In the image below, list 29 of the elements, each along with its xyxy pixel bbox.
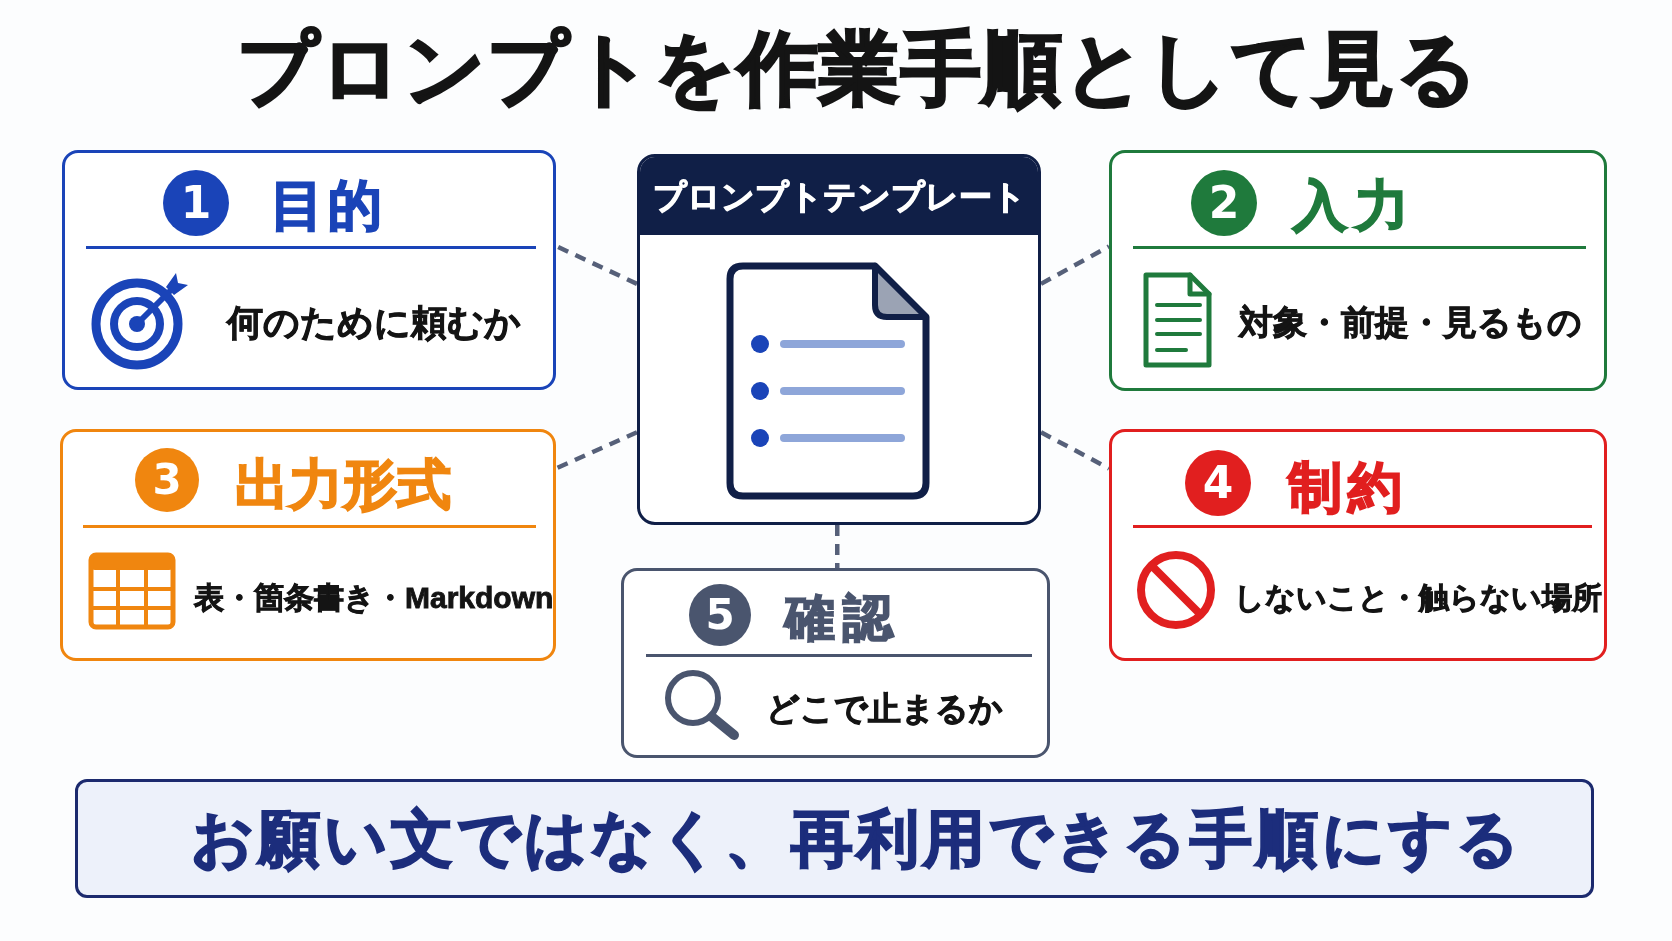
card-text: どこで止まるか bbox=[766, 690, 1003, 728]
number-badge: 4 bbox=[1185, 450, 1251, 516]
connector-line bbox=[1039, 430, 1111, 471]
category-card bbox=[62, 150, 556, 390]
summary-banner: お願い文ではなく、再利用できる手順にする bbox=[75, 779, 1594, 898]
number-badge: 1 bbox=[163, 170, 229, 236]
card-heading: 入力 bbox=[1293, 176, 1417, 236]
connector-line bbox=[555, 243, 638, 286]
card-header: プロンプトテンプレート bbox=[640, 157, 1038, 235]
template-card bbox=[637, 154, 1041, 525]
card-heading: 出力形式 bbox=[235, 455, 451, 515]
number-badge: 5 bbox=[689, 584, 751, 646]
connector-line bbox=[1039, 244, 1111, 286]
category-card bbox=[621, 568, 1050, 758]
card-heading: 確認 bbox=[785, 590, 901, 646]
card-text: 対象・前提・見るもの bbox=[1239, 303, 1582, 343]
number-badge: 2 bbox=[1191, 170, 1257, 236]
card-heading: 目的 bbox=[270, 176, 386, 236]
card-text: しないこと・触らない場所 bbox=[1234, 580, 1602, 616]
card-text: 何のために頼むか bbox=[227, 302, 521, 344]
connector-line bbox=[835, 525, 840, 568]
category-card bbox=[1109, 429, 1607, 661]
category-card bbox=[1109, 150, 1607, 391]
category-card bbox=[60, 429, 556, 661]
number-badge: 3 bbox=[135, 448, 199, 512]
connector-line bbox=[555, 430, 638, 471]
title: プロンプトを作業手順として見る bbox=[236, 27, 1480, 111]
card-heading: 制約 bbox=[1288, 458, 1408, 518]
card-text: 表・箇条書き・Markdown bbox=[194, 580, 554, 616]
